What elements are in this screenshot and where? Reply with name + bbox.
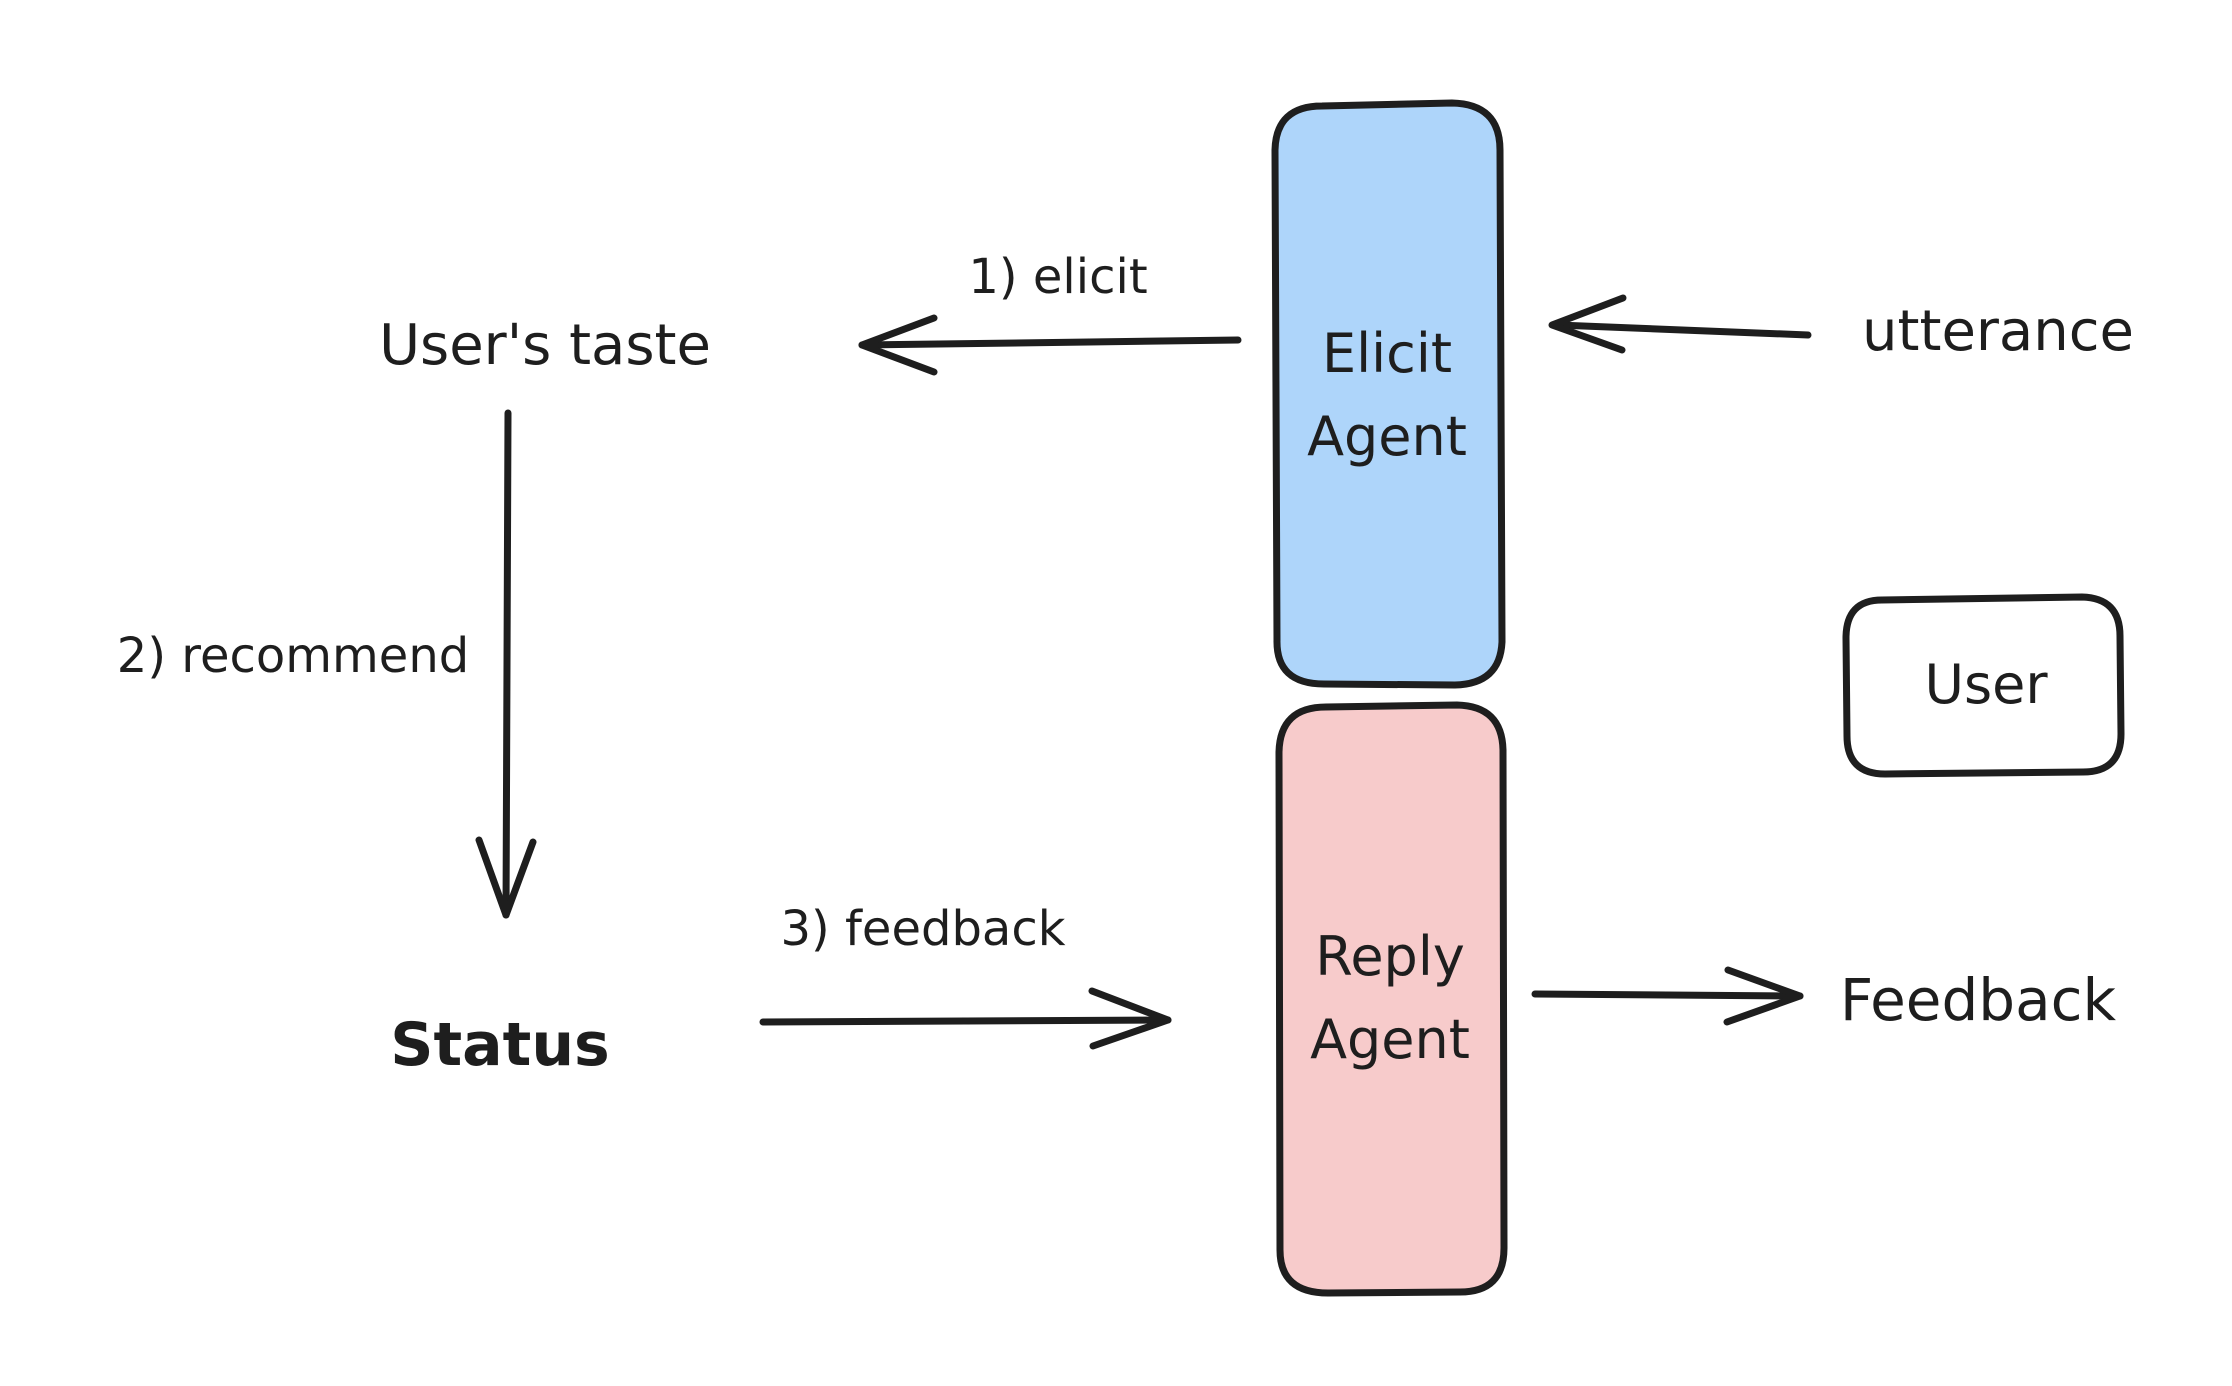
reply-agent-node: Reply Agent <box>1275 701 1508 1297</box>
arrow-utterance-shaft <box>1554 321 1812 339</box>
arrow-reply-out-shaft <box>1531 990 1804 1000</box>
arrow-reply-to-feedback <box>1531 966 1804 1026</box>
users-taste-label: User's taste <box>379 313 711 378</box>
reply-agent-label-line1: Reply <box>1315 925 1465 988</box>
elicit-agent-node: Elicit Agent <box>1271 99 1506 689</box>
arrow-feedback-shaft <box>759 1016 1172 1026</box>
utterance-label: utterance <box>1862 299 2134 364</box>
arrow-taste-to-status <box>475 409 537 919</box>
arrow-utterance-head <box>1548 294 1627 354</box>
elicit-agent-label-line2: Agent <box>1307 405 1467 468</box>
arrow-elicit-shaft <box>858 336 1242 349</box>
user-box <box>1842 593 2125 778</box>
arrow-status-to-reply <box>759 987 1172 1050</box>
edge-label-elicit: 1) elicit <box>968 249 1147 305</box>
user-label: User <box>1924 653 2048 716</box>
arrow-elicit-head <box>858 314 938 376</box>
feedback-label: Feedback <box>1840 966 2117 1034</box>
status-label: Status <box>390 1010 610 1080</box>
elicit-agent-box <box>1271 99 1506 689</box>
arrow-reply-out-head <box>1723 966 1804 1026</box>
reply-agent-label-line2: Agent <box>1310 1008 1470 1071</box>
edge-label-feedback: 3) feedback <box>780 901 1065 957</box>
arrow-utterance-to-elicit <box>1548 294 1812 354</box>
edge-label-recommend: 2) recommend <box>117 628 469 684</box>
arrow-recommend-head <box>475 836 537 919</box>
arrow-feedback-head <box>1088 987 1172 1050</box>
elicit-agent-label-line1: Elicit <box>1322 322 1452 385</box>
user-node: User <box>1842 593 2125 778</box>
arrow-elicit-to-taste <box>858 314 1242 376</box>
reply-agent-box <box>1275 701 1508 1297</box>
arrow-recommend-shaft <box>502 409 512 919</box>
